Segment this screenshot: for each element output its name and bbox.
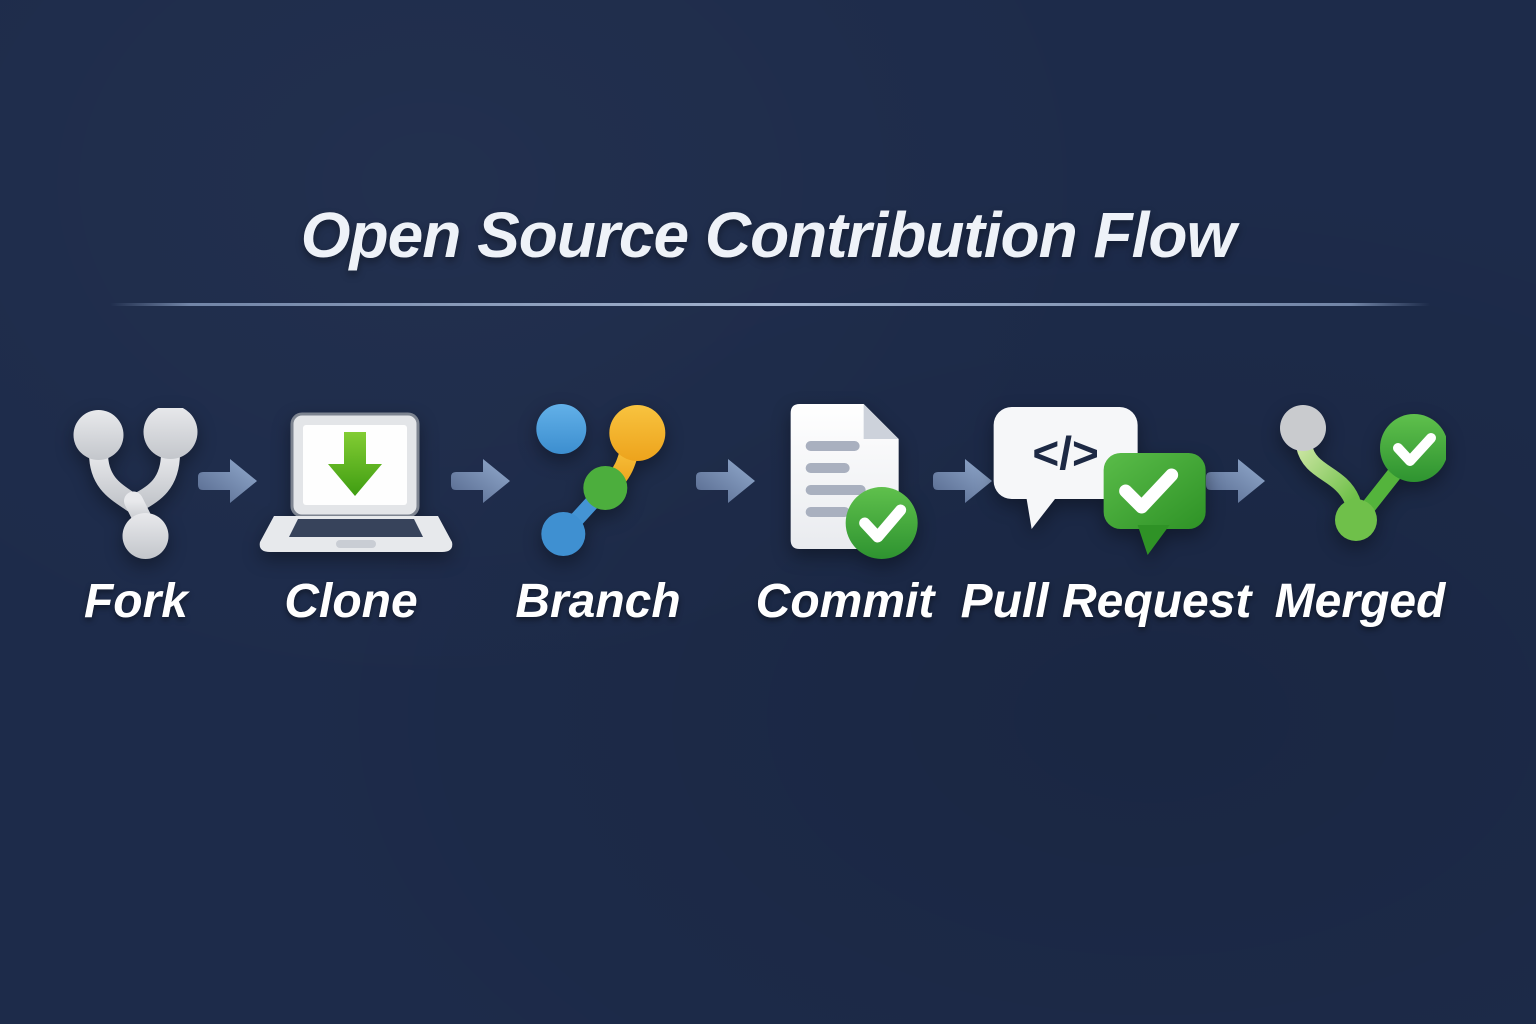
- step-branch: Branch: [515, 400, 681, 629]
- arrow-right-icon: [692, 452, 758, 510]
- step-label-commit: Commit: [755, 575, 935, 628]
- step-label-fork: Fork: [83, 575, 188, 628]
- step-pull-request: </> Pull Request: [960, 400, 1252, 629]
- step-label-pull-request: Pull Request: [960, 575, 1252, 628]
- page-title: Open Source Contribution Flow: [300, 199, 1237, 271]
- title-divider: [110, 303, 1430, 306]
- git-merge-check-icon: [1274, 400, 1446, 560]
- arrow-right-icon: [447, 452, 513, 510]
- git-branch-icon: [526, 400, 671, 560]
- step-label-merged: Merged: [1274, 575, 1446, 628]
- git-fork-icon: [69, 400, 204, 560]
- code-glyph: </>: [1033, 427, 1100, 479]
- step-merged: Merged: [1274, 400, 1446, 629]
- step-clone: Clone: [246, 400, 456, 629]
- step-fork: Fork: [69, 400, 204, 629]
- step-label-branch: Branch: [515, 575, 681, 628]
- document-check-icon: [767, 400, 922, 560]
- step-label-clone: Clone: [284, 575, 418, 628]
- code-chat-check-icon: </>: [992, 400, 1220, 560]
- arrow-right-icon: [194, 452, 260, 510]
- step-commit: Commit: [755, 400, 935, 629]
- arrow-right-icon: [1202, 452, 1268, 510]
- laptop-download-icon: [246, 400, 456, 560]
- arrow-right-icon: [929, 452, 995, 510]
